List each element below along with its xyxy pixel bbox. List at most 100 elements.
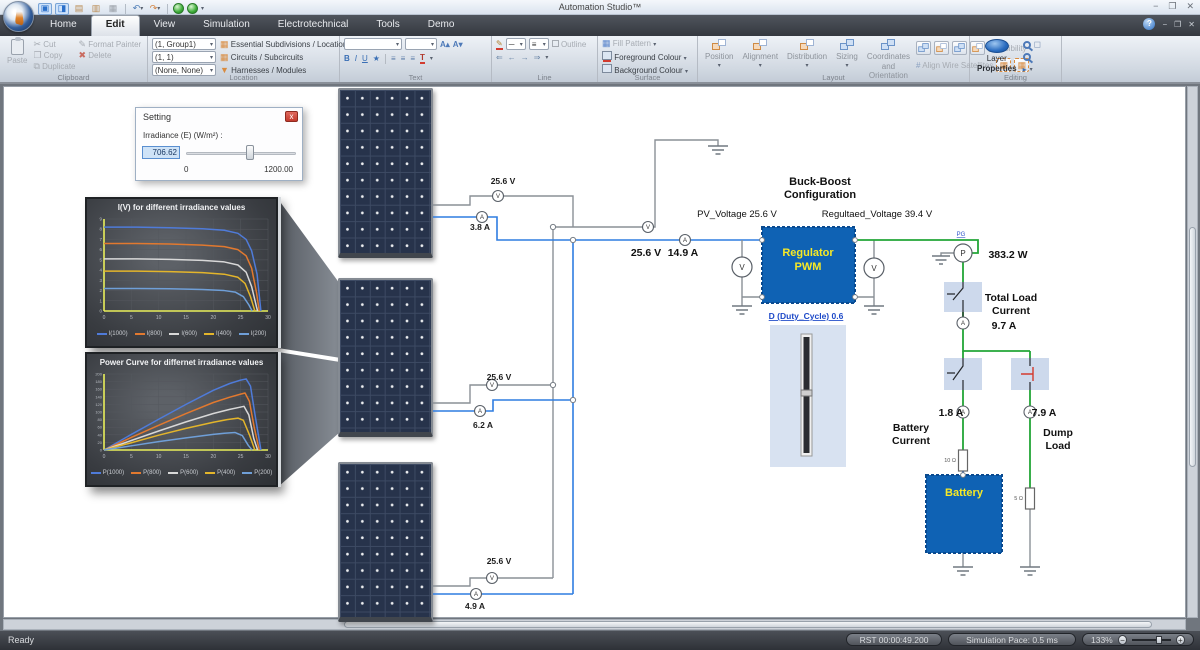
grow-font-button[interactable]: A▴ [440,40,450,49]
tab-tools[interactable]: Tools [362,15,413,36]
layer-properties-button[interactable]: LayerProperties [974,38,1020,74]
project-explorer-icon[interactable]: ▣ [38,3,52,15]
circuits-subcircuits-button[interactable]: ▦ Circuits / Subcircuits [220,52,351,63]
svg-text:30: 30 [265,454,271,460]
alignment-icon [753,39,767,51]
setting-dialog[interactable]: Setting x Irradiance (E) (W/m²) : 0 1200… [135,107,303,181]
simulation-step-icon[interactable] [187,3,198,14]
window-minimize-button[interactable]: − [1153,1,1158,12]
help-icon[interactable]: ? [1143,18,1155,30]
location-combo-1[interactable]: (1, Group1)▾ [152,38,216,50]
svg-text:200: 200 [95,372,102,377]
arrow-start-double-button[interactable]: ⇐ [496,53,503,62]
tab-electrotechnical[interactable]: Electrotechnical [264,15,363,36]
legend-item: I(600) [169,331,197,337]
open-document-icon[interactable]: ▤ [72,3,86,15]
doc-close-button[interactable]: ✕ [1188,20,1195,29]
bring-front-button[interactable] [916,41,931,55]
location-combo-2[interactable]: (1, 1)▾ [152,51,216,63]
simulation-run-icon[interactable] [173,3,184,14]
print-icon[interactable]: ▦ [106,3,120,15]
irradiance-max-label: 1200.00 [264,165,293,174]
line-style-select[interactable]: ─▾ [506,38,526,50]
distribution-button[interactable]: Distribution▾ [784,38,830,70]
doc-minimize-button[interactable]: − [1162,20,1167,29]
italic-button[interactable]: I [355,54,357,63]
sizing-icon [840,39,854,51]
format-painter-button[interactable]: ✎ Format Painter [79,40,142,49]
tab-home[interactable]: Home [36,15,91,36]
svg-text:10: 10 [156,454,162,460]
zoom-control[interactable]: 133% − + [1082,633,1194,646]
zoom-slider[interactable] [1132,639,1171,641]
distribution-icon [800,39,814,51]
irradiance-slider-track[interactable] [186,152,296,155]
tab-edit[interactable]: Edit [91,15,140,36]
essential-subdivisions-button[interactable]: ▦ Essential Subdivisions / Locations [220,39,351,50]
paste-button[interactable]: Paste [4,38,30,66]
doc-restore-button[interactable]: ❐ [1174,20,1181,29]
irradiance-slider-thumb[interactable] [246,145,254,160]
redo-button[interactable]: ↷▾ [148,3,162,15]
setting-dialog-close-icon[interactable]: x [285,111,298,122]
solar-panel-3[interactable] [338,462,433,622]
align-center-button[interactable]: ≡ [401,54,406,63]
arrow-end-double-button[interactable]: ⇒ [534,53,541,62]
power-chart-legend: P(1000)P(800)P(600)P(400)P(200) [87,467,276,479]
power-curve-chart[interactable]: Power Curve for differnet irradiance val… [85,352,278,487]
window-close-button[interactable]: ✕ [1186,1,1194,12]
arrow-start-button[interactable]: ← [508,53,516,62]
duplicate-button[interactable]: ⧉ Duplicate [33,62,75,71]
font-size-select[interactable]: ▾ [405,38,437,50]
tab-demo[interactable]: Demo [414,15,469,36]
sizing-button[interactable]: Sizing▾ [833,38,861,70]
solar-panel-2[interactable] [338,278,433,437]
legend-item: I(400) [204,331,232,337]
undo-button[interactable]: ↶▾ [131,3,145,15]
position-button[interactable]: Position▾ [702,38,736,70]
bold-button[interactable]: B [344,54,350,63]
fill-pattern-button[interactable]: ▦ Fill Pattern ▾ [602,38,693,49]
zoom-out-button[interactable]: − [1118,635,1127,645]
solar-panel-1[interactable] [338,88,433,258]
vertical-scrollbar[interactable] [1187,86,1198,618]
send-back-button[interactable] [934,41,949,55]
text-style-button[interactable]: ★ [373,54,380,63]
save-document-icon[interactable]: ▥ [89,3,103,15]
align-right-button[interactable]: ≡ [410,54,415,63]
text-colour-button[interactable]: T [420,53,425,64]
layer-properties-icon [985,39,1009,53]
iv-curve-chart[interactable]: I(V) for different irradiance values 012… [85,197,278,348]
line-weight-select[interactable]: ≡▾ [529,38,549,50]
window-maximize-button[interactable]: ❐ [1168,1,1176,12]
bring-forward-button[interactable] [952,41,967,55]
zoom-slider-thumb[interactable] [1156,636,1162,644]
zoom-window-icon[interactable]: ◻ [1034,40,1041,49]
cut-button[interactable]: ✂ Cut [33,40,75,49]
simulation-pace-display[interactable]: Simulation Pace: 0.5 ms [948,633,1076,646]
zoom-out-icon[interactable] [1023,53,1031,61]
vertical-scrollbar-thumb[interactable] [1189,227,1196,467]
font-family-select[interactable]: ▾ [344,38,402,50]
copy-button[interactable]: ❐ Copy [33,51,75,60]
horizontal-scrollbar[interactable] [3,619,1186,630]
delete-button[interactable]: ✖ Delete [79,51,142,60]
outline-checkbox[interactable]: Outline [552,40,587,49]
zoom-in-icon[interactable] [1023,41,1031,49]
background-colour-icon [602,64,612,73]
tab-simulation[interactable]: Simulation [189,15,264,36]
arrow-end-button[interactable]: → [521,53,529,62]
align-left-button[interactable]: ≡ [391,54,396,63]
shrink-font-button[interactable]: A▾ [453,40,463,49]
horizontal-scrollbar-thumb[interactable] [344,621,1152,628]
underline-button[interactable]: U [362,54,368,63]
irradiance-input[interactable] [142,146,180,159]
alignment-button[interactable]: Alignment▾ [739,38,781,70]
qat-customize-icon[interactable]: ▾ [201,5,204,12]
line-colour-icon[interactable]: ✎ [496,39,503,50]
zoom-in-button[interactable]: + [1176,635,1185,645]
tab-view[interactable]: View [140,15,190,36]
library-explorer-icon[interactable]: ◨ [55,3,69,15]
app-logo-icon[interactable] [3,1,34,32]
foreground-colour-button[interactable]: Foreground Colour ▾ [602,51,693,62]
